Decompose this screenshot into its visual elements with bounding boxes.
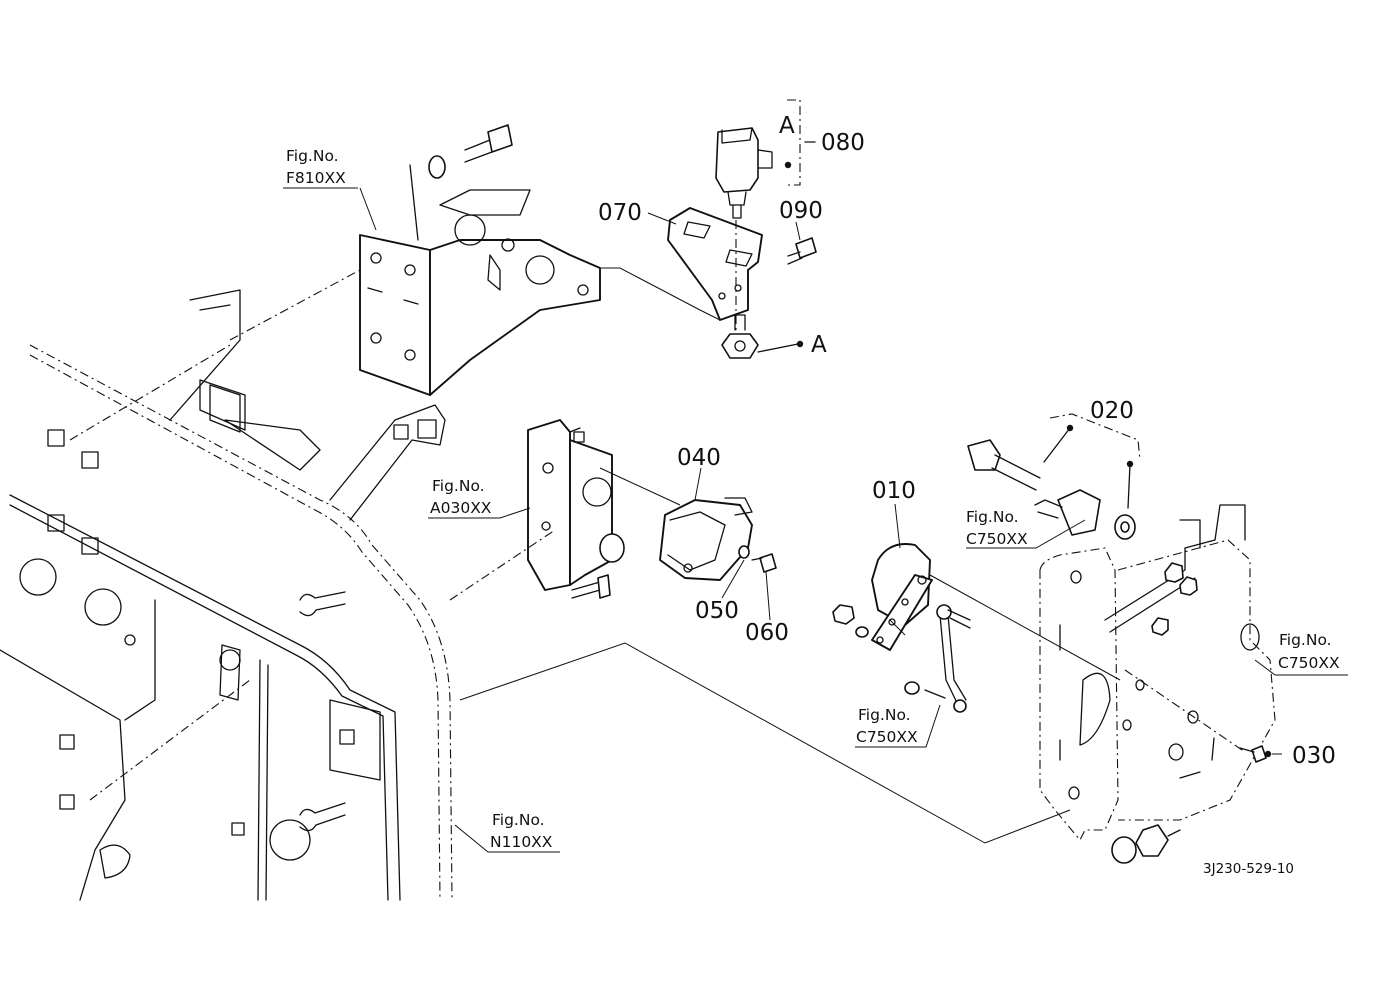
fig-ref-a030-line1[interactable]: Fig.No. <box>432 477 485 495</box>
callout-010[interactable]: 010 <box>872 478 916 504</box>
fig-ref-c750-upper-line1[interactable]: Fig.No. <box>966 508 1019 526</box>
callout-050[interactable]: 050 <box>695 598 739 624</box>
callout-labels: 080 070 090 040 050 060 010 020 030 A A <box>598 113 1336 769</box>
callout-040[interactable]: 040 <box>677 445 721 471</box>
callout-030[interactable]: 030 <box>1292 743 1336 769</box>
callout-060[interactable]: 060 <box>745 620 789 646</box>
callout-090[interactable]: 090 <box>779 198 823 224</box>
fig-ref-n110-line2[interactable]: N110XX <box>490 833 553 851</box>
main-frame <box>0 289 453 901</box>
sensor-bracket-assembly <box>89 419 777 801</box>
fig-ref-c750-upper-line2[interactable]: C750XX <box>966 530 1028 548</box>
upper-pedal-bracket <box>69 124 601 441</box>
fig-ref-a030-line2[interactable]: A030XX <box>430 499 492 517</box>
fig-ref-f810-line2[interactable]: F810XX <box>286 169 346 187</box>
callout-080[interactable]: 080 <box>821 130 865 156</box>
switch-bracket-assembly <box>600 99 817 359</box>
callout-070[interactable]: 070 <box>598 200 642 226</box>
detail-marker-a-nut: A <box>811 332 827 358</box>
fig-ref-c750-right-line1[interactable]: Fig.No. <box>1279 631 1332 649</box>
height-sensor-assembly <box>832 543 1121 713</box>
detail-marker-a-top: A <box>779 113 795 139</box>
fig-ref-n110-line1[interactable]: Fig.No. <box>492 811 545 829</box>
fig-ref-c750-link-line1[interactable]: Fig.No. <box>858 706 911 724</box>
right-mounting-bracket <box>459 413 1276 864</box>
drawing-number: 3J230-529-10 <box>1203 861 1294 877</box>
figure-references: Fig.No. F810XX Fig.No. A030XX Fig.No. C7… <box>286 147 1340 851</box>
fig-ref-f810-line1[interactable]: Fig.No. <box>286 147 339 165</box>
fig-ref-c750-right-line2[interactable]: C750XX <box>1278 654 1340 672</box>
callout-020[interactable]: 020 <box>1090 398 1134 424</box>
fig-ref-c750-link-line2[interactable]: C750XX <box>856 728 918 746</box>
leader-lines <box>283 187 1348 853</box>
